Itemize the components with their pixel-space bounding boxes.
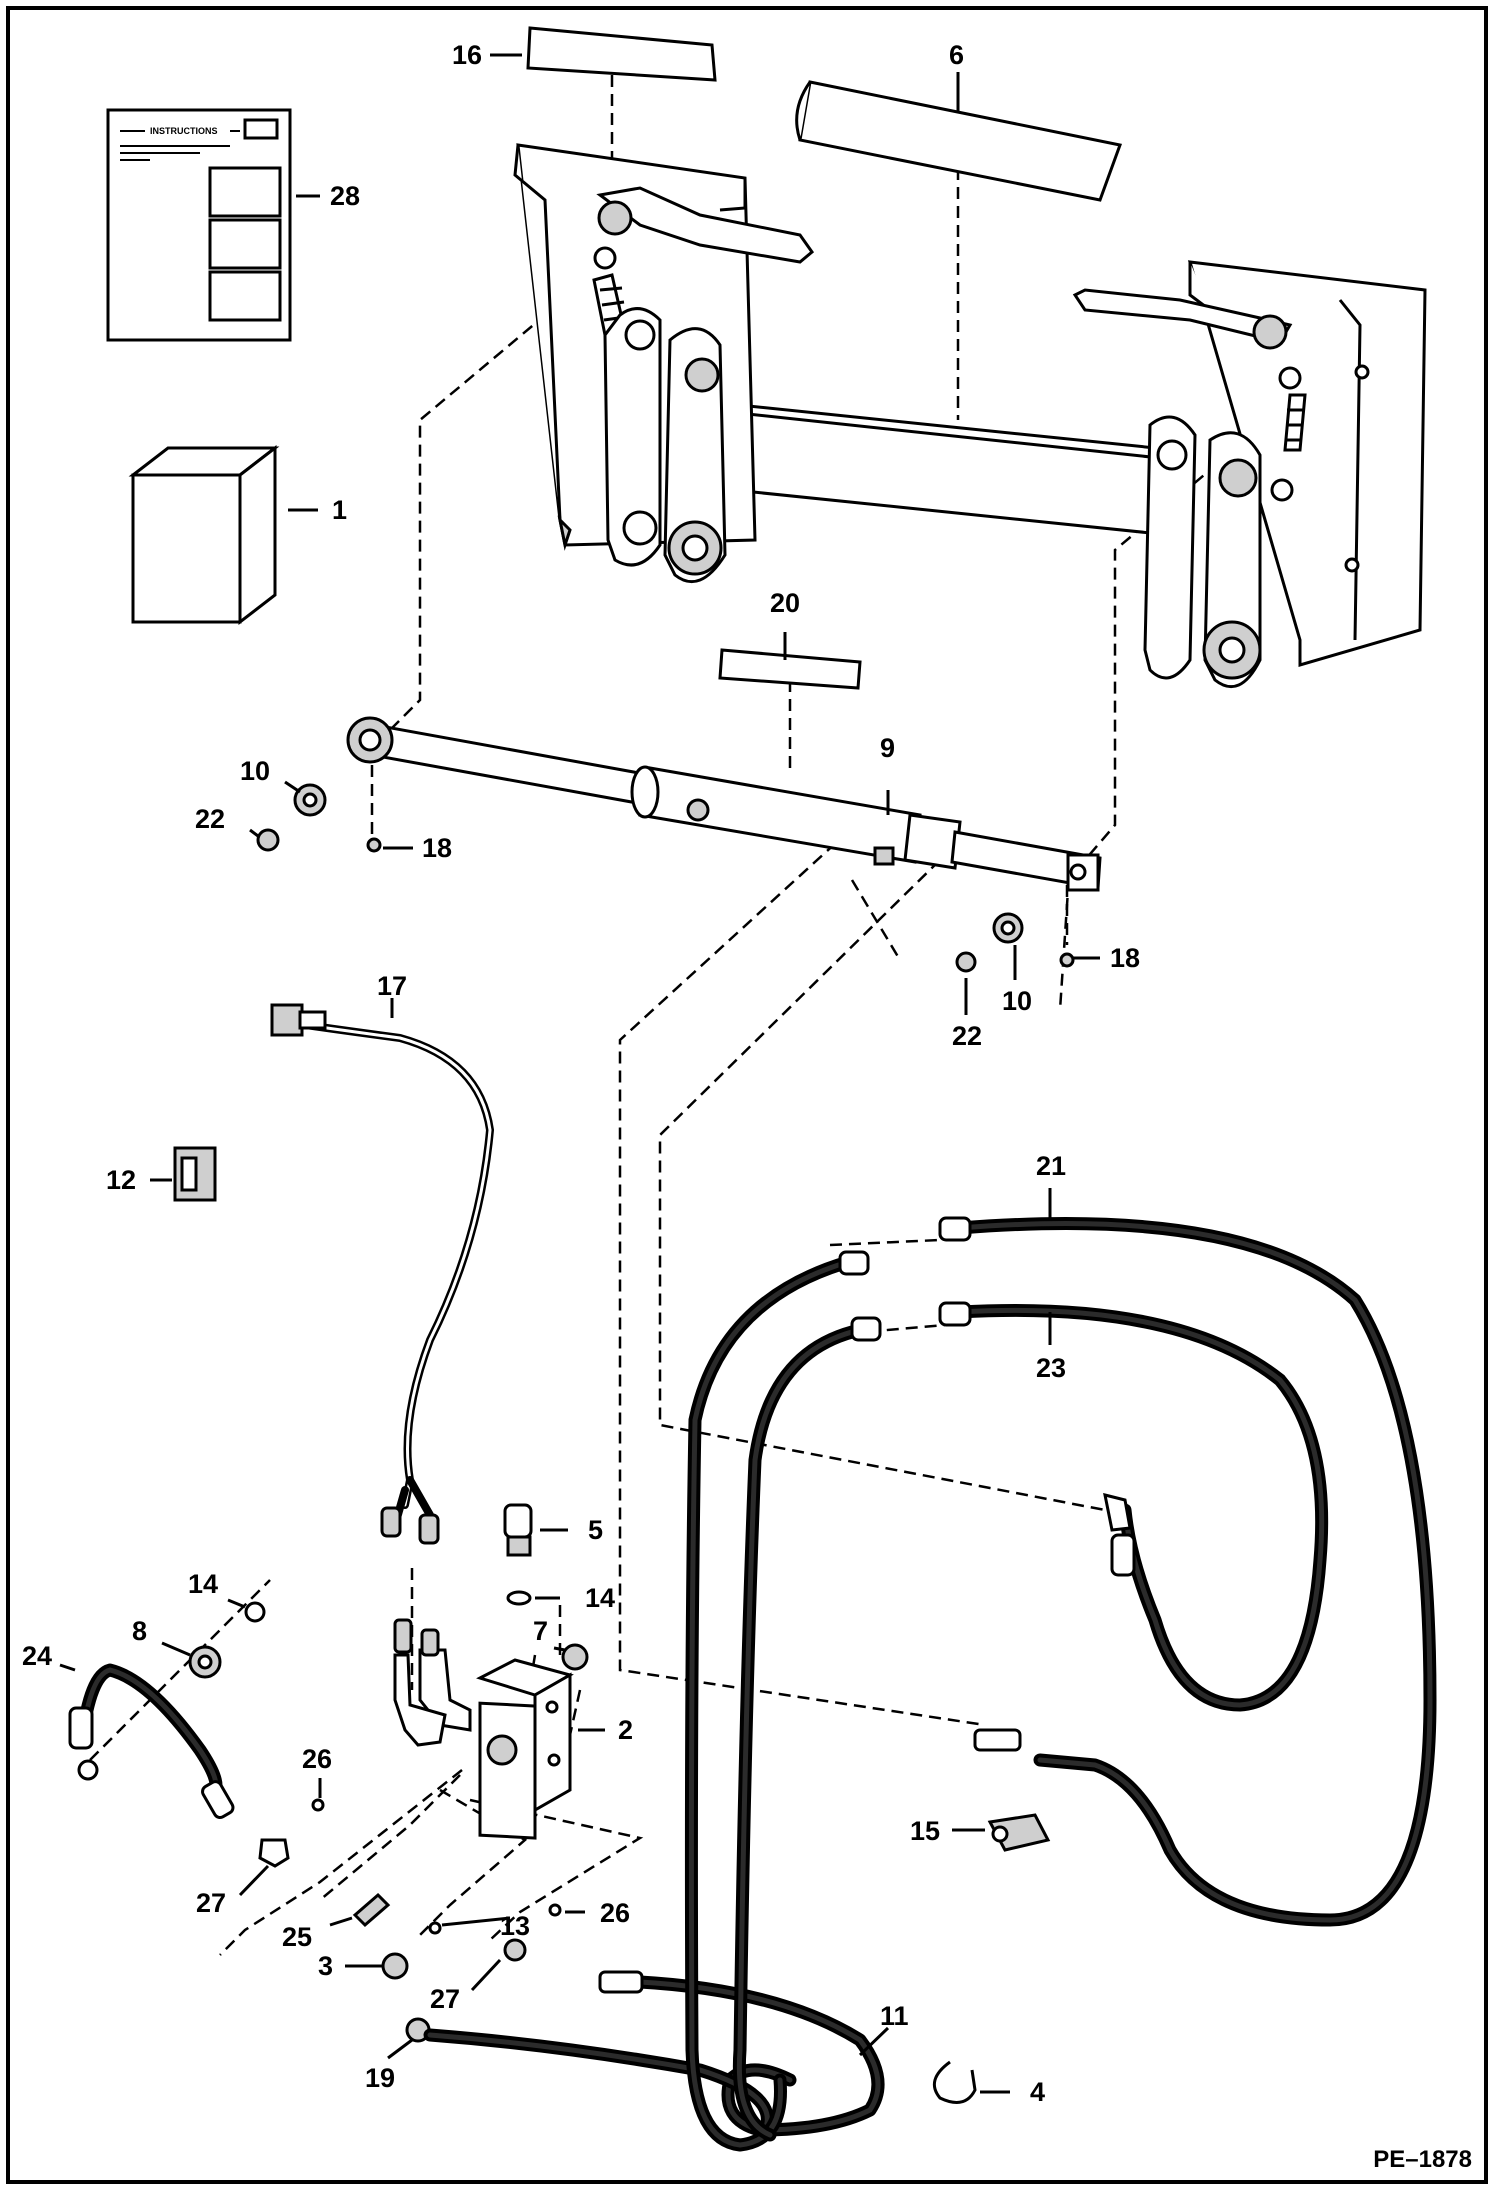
hose-23 [938, 1301, 1329, 1712]
rocker-switch [173, 1146, 217, 1202]
callout-25: 25 [282, 1922, 312, 1952]
callout-12: 12 [106, 1165, 136, 1195]
callout-11: 11 [880, 2001, 909, 2031]
clamp-15 [987, 1813, 1051, 1852]
seal-14-upper [244, 1601, 266, 1623]
callout-15: 15 [910, 1816, 940, 1846]
callout-28: 28 [330, 181, 360, 211]
callout-26-right: 26 [600, 1898, 630, 1928]
fitting [503, 1503, 533, 1606]
tube-cover [795, 80, 1123, 202]
quick-tach-frame [513, 143, 1427, 689]
hose-21 [938, 1216, 1437, 1927]
valve-block [393, 1618, 589, 1840]
hose-24 [68, 1663, 235, 1820]
callout-26-left: 26 [302, 1744, 332, 1774]
cylinder-decal [718, 648, 862, 690]
hose-loop-left [684, 1250, 882, 2152]
callout-18-right: 18 [1110, 943, 1140, 973]
hydraulic-cylinder [346, 716, 1102, 892]
plug-8 [188, 1645, 222, 1679]
callout-3: 3 [318, 1951, 333, 1981]
callout-22-left: 22 [195, 804, 225, 834]
callout-leaders [59, 53, 1100, 2094]
callout-23: 23 [1036, 1353, 1066, 1383]
callout-4: 4 [1030, 2077, 1045, 2107]
callout-21: 21 [1036, 1151, 1066, 1181]
callout-10-right: 10 [1002, 986, 1032, 1016]
callout-18-left: 18 [422, 833, 452, 863]
callout-16: 16 [452, 40, 482, 70]
callout-13: 13 [500, 1911, 530, 1941]
callout-24: 24 [22, 1641, 52, 1671]
callout-8: 8 [132, 1616, 147, 1646]
callout-10-left: 10 [240, 756, 270, 786]
decal [526, 26, 717, 82]
callout-17: 17 [377, 971, 407, 1001]
tie-4 [932, 2060, 977, 2104]
callout-19: 19 [365, 2063, 395, 2093]
wire-harness [270, 1003, 495, 1545]
callout-9: 9 [880, 733, 895, 763]
instructions-sheet: INSTRUCTIONS [106, 108, 292, 342]
callout-labels: 16 6 28 1 20 9 10 22 18 10 22 18 17 12 2… [22, 40, 1140, 2107]
instructions-sheet-header: INSTRUCTIONS [150, 126, 218, 136]
callout-22-right: 22 [952, 1021, 982, 1051]
callout-14-left: 14 [188, 1569, 218, 1599]
callout-5: 5 [588, 1515, 603, 1545]
callout-14-right: 14 [585, 1583, 615, 1613]
callout-27-left: 27 [196, 1888, 226, 1918]
hose-11 [423, 1970, 885, 2137]
callout-27-right: 27 [430, 1984, 460, 2014]
callout-7: 7 [533, 1616, 548, 1646]
document-code: PE–1878 [1373, 2146, 1472, 2173]
pin-hardware-left [256, 783, 382, 853]
pin-hardware-right [955, 912, 1075, 973]
callout-2: 2 [618, 1715, 633, 1745]
callout-6: 6 [949, 40, 964, 70]
callout-20: 20 [770, 588, 800, 618]
small-fittings [258, 1798, 562, 2043]
callout-1: 1 [332, 495, 347, 525]
parts-box [128, 444, 280, 626]
